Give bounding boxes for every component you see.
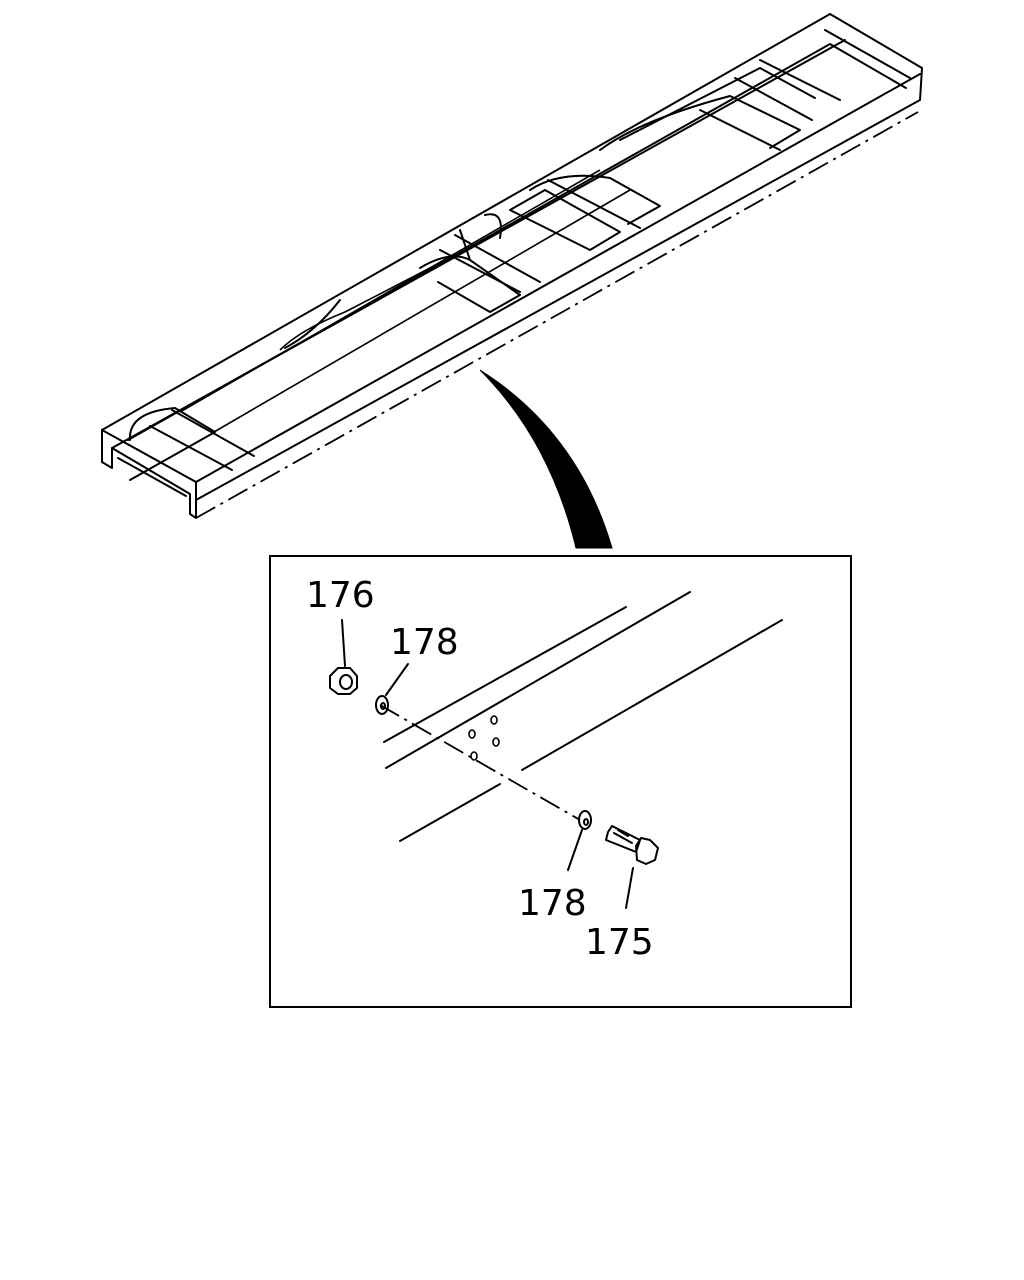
nut-icon [329, 619, 358, 695]
callout-176: 176 [306, 575, 375, 616]
bolt-icon [605, 825, 659, 909]
washer-lower-icon [567, 810, 592, 871]
cross-member-5 [734, 29, 911, 121]
cross-member-2 [419, 213, 541, 313]
detail-rail [379, 591, 783, 842]
cross-member-4 [599, 67, 816, 151]
cross-member-1 [128, 407, 255, 481]
detail-arrow [479, 369, 613, 549]
detail-box [269, 555, 852, 1008]
callout-178-upper: 178 [390, 622, 459, 663]
callout-175: 175 [585, 922, 654, 963]
callout-178-lower: 178 [518, 883, 587, 924]
frame-rail [101, 13, 923, 519]
cross-member-3 [509, 174, 661, 251]
washer-upper-icon [375, 663, 409, 715]
